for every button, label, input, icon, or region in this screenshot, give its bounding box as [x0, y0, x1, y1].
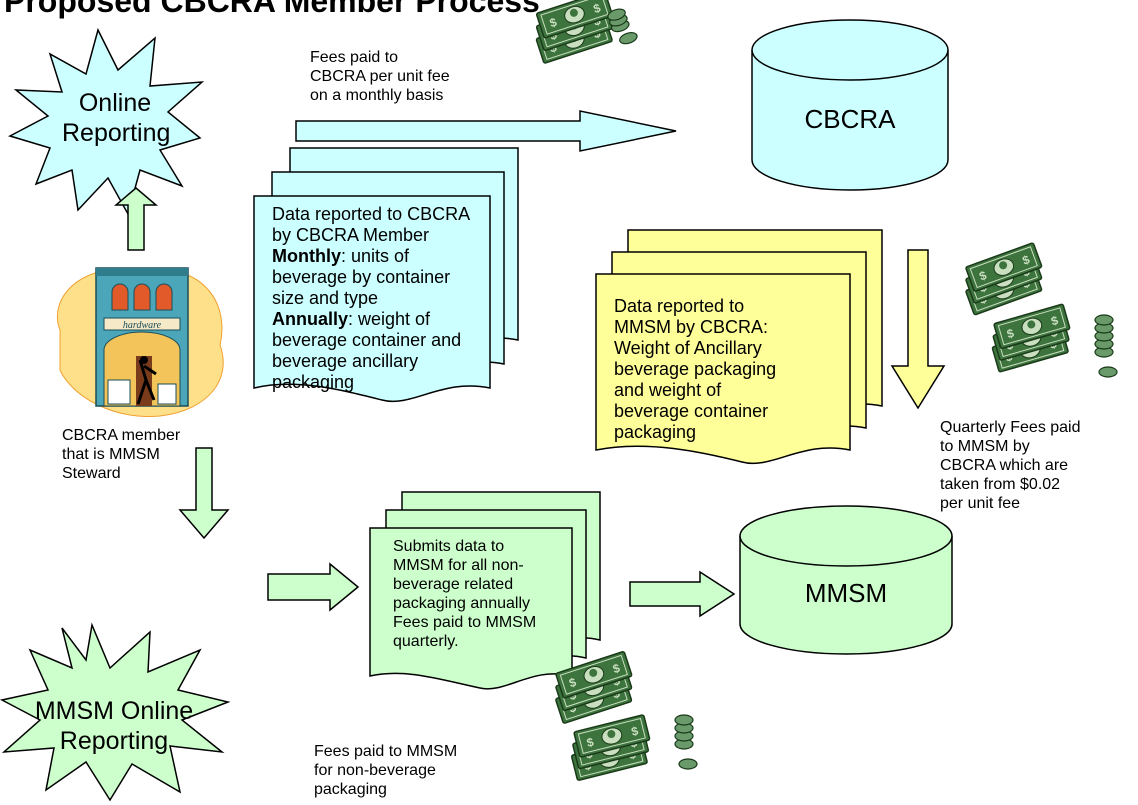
fees-to-cbcra-line3: on a monthly basis	[310, 87, 444, 104]
arrow-fees-to-cbcra	[295, 110, 677, 152]
quarterly-fees-line5: per unit fee	[940, 495, 1021, 512]
money-icon-right	[964, 241, 1118, 378]
store-caption: CBCRA member that is MMSM Steward	[62, 426, 222, 483]
monthly-label: Monthly	[272, 246, 341, 266]
store-caption-line3: Steward	[62, 465, 121, 482]
member-data-line5: size and type	[272, 288, 379, 308]
cbcra-data-line4: beverage packaging	[614, 359, 777, 379]
mmsm-db-label: MMSM	[804, 578, 888, 608]
cbcra-data-line5: and weight of	[614, 380, 722, 400]
member-data-line8: beverage ancillary	[272, 351, 419, 371]
cbcra-data-text: Data reported to MMSM by CBCRA: Weight o…	[614, 296, 814, 443]
annually-label: Annually	[272, 309, 349, 329]
mmsm-database	[739, 505, 953, 655]
member-data-line2: by CBCRA Member	[272, 225, 430, 245]
cbcra-data-line2: MMSM by CBCRA:	[614, 317, 769, 337]
quarterly-fees-line4: taken from $0.02	[940, 476, 1061, 493]
arrow-down-from-store	[178, 447, 230, 540]
submit-data-line2: MMSM for all non-	[393, 557, 524, 574]
online-reporting-burst	[8, 27, 205, 216]
submit-data-text: Submits data to MMSM for all non- bevera…	[393, 537, 569, 651]
online-reporting-label: Online Reporting	[62, 88, 171, 148]
quarterly-fees-line3: CBCRA which are	[940, 457, 1069, 474]
arrow-to-submit-doc	[267, 562, 360, 612]
online-reporting-line2: Reporting	[62, 119, 171, 147]
hardware-store-icon: hardware	[56, 267, 224, 417]
submit-data-line4: packaging annually	[393, 595, 530, 612]
arrow-down-cbcra-to-mmsm	[890, 249, 946, 410]
member-data-line1: Data reported to CBCRA	[272, 204, 471, 224]
fees-to-mmsm-line1: Fees paid to MMSM	[314, 743, 458, 760]
fees-to-cbcra-line2: CBCRA per unit fee	[310, 68, 450, 85]
cbcra-data-line3: Weight of Ancillary	[614, 338, 762, 358]
fees-to-mmsm-text: Fees paid to MMSM for non-beverage packa…	[314, 742, 514, 799]
mmsm-online-reporting-label: MMSM Online Reporting	[14, 696, 214, 756]
submit-data-line1: Submits data to	[393, 538, 505, 555]
online-reporting-line1: Online	[78, 89, 152, 117]
submit-data-line3: beverage related	[393, 576, 514, 593]
member-data-text: Data reported to CBCRA by CBCRA Member M…	[272, 204, 502, 393]
fees-to-cbcra-line1: Fees paid to	[310, 49, 399, 66]
cbcra-data-line1: Data reported to	[614, 296, 745, 316]
fees-to-mmsm-line3: packaging	[314, 781, 387, 798]
quarterly-fees-line2: to MMSM by	[940, 438, 1030, 455]
member-data-line3: : units of	[341, 246, 410, 266]
submit-data-document	[369, 491, 601, 690]
cbcra-data-line6: beverage container	[614, 401, 769, 421]
page-title: Proposed CBCRA Member Process	[4, 0, 540, 19]
cbcra-db-label: CBCRA	[804, 104, 896, 134]
submit-data-line6: quarterly.	[393, 633, 459, 650]
store-sign-text: hardware	[123, 320, 162, 331]
money-icon-top	[535, 0, 640, 65]
member-data-line9: packaging	[272, 372, 355, 392]
arrow-to-mmsm-db	[629, 570, 736, 618]
arrow-up-to-online-reporting	[113, 187, 159, 251]
fees-to-cbcra-text: Fees paid to CBCRA per unit fee on a mon…	[310, 48, 510, 105]
store-caption-line2: that is MMSM	[62, 446, 160, 463]
store-caption-line1: CBCRA member	[62, 427, 181, 444]
member-data-line6: : weight of	[348, 309, 431, 329]
quarterly-fees-text: Quarterly Fees paid to MMSM by CBCRA whi…	[940, 418, 1130, 513]
fees-to-mmsm-line2: for non-beverage	[314, 762, 436, 779]
quarterly-fees-line1: Quarterly Fees paid	[940, 419, 1081, 436]
member-data-document	[253, 147, 519, 403]
member-data-line4: beverage by container	[272, 267, 451, 287]
submit-data-line5: Fees paid to MMSM	[393, 614, 537, 631]
mmsm-online-reporting-line1: MMSM Online	[34, 697, 194, 725]
mmsm-online-reporting-burst	[0, 622, 231, 802]
cbcra-database	[751, 19, 949, 191]
cbcra-data-document	[595, 229, 883, 465]
member-data-line7: beverage container and	[272, 330, 462, 350]
mmsm-online-reporting-line2: Reporting	[59, 727, 169, 755]
cbcra-data-line7: packaging	[614, 422, 697, 442]
money-icon-bottom	[554, 650, 698, 782]
